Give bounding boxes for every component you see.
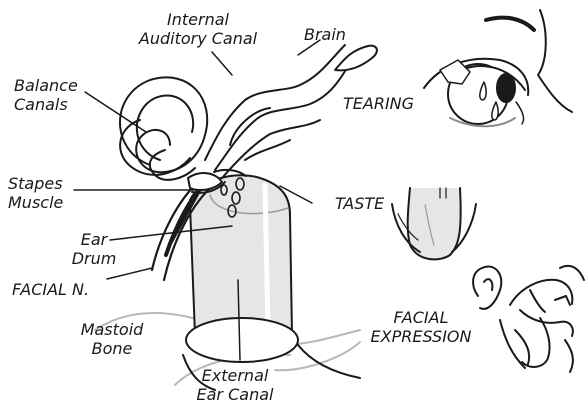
- label-line: Mastoid: [72, 320, 152, 339]
- label-line: Ear Canal: [180, 385, 290, 404]
- tearing-eye-drawing: [424, 10, 572, 126]
- taste-label: TASTE: [335, 194, 384, 213]
- label-line: FACIAL N.: [12, 280, 89, 299]
- facial-expression-face-drawing: [473, 266, 584, 372]
- label-line: External: [180, 366, 290, 385]
- label-line: Bone: [72, 339, 152, 358]
- label-line: Brain: [304, 25, 346, 44]
- label-line: Stapes: [8, 174, 63, 193]
- label-line: Balance: [14, 76, 78, 95]
- label-line: TASTE: [335, 194, 384, 213]
- mastoid-bone-label: Mastoid Bone: [72, 320, 152, 358]
- tearing-label: TEARING: [343, 94, 414, 113]
- internal-auditory-canal-label: Internal Auditory Canal: [128, 10, 268, 48]
- label-line: TEARING: [343, 94, 414, 113]
- taste-tongue-drawing: [392, 188, 476, 259]
- label-line: Ear: [64, 230, 124, 249]
- label-line: EXPRESSION: [366, 327, 476, 346]
- label-line: Muscle: [8, 193, 63, 212]
- balance-canals-label: Balance Canals: [14, 76, 78, 114]
- ear-drum-label: Ear Drum: [64, 230, 124, 268]
- label-line: FACIAL: [366, 308, 476, 327]
- external-ear-canal-label: External Ear Canal: [180, 366, 290, 404]
- facial-expression-label: FACIAL EXPRESSION: [366, 308, 476, 346]
- label-line: Internal: [128, 10, 268, 29]
- label-line: Drum: [64, 249, 124, 268]
- label-line: Canals: [14, 95, 78, 114]
- facial-nerve-label: FACIAL N.: [12, 280, 89, 299]
- label-line: Auditory Canal: [128, 29, 268, 48]
- brain-label: Brain: [304, 25, 346, 44]
- balance-canals-shape: [120, 77, 207, 179]
- stapes-muscle-label: Stapes Muscle: [8, 174, 63, 212]
